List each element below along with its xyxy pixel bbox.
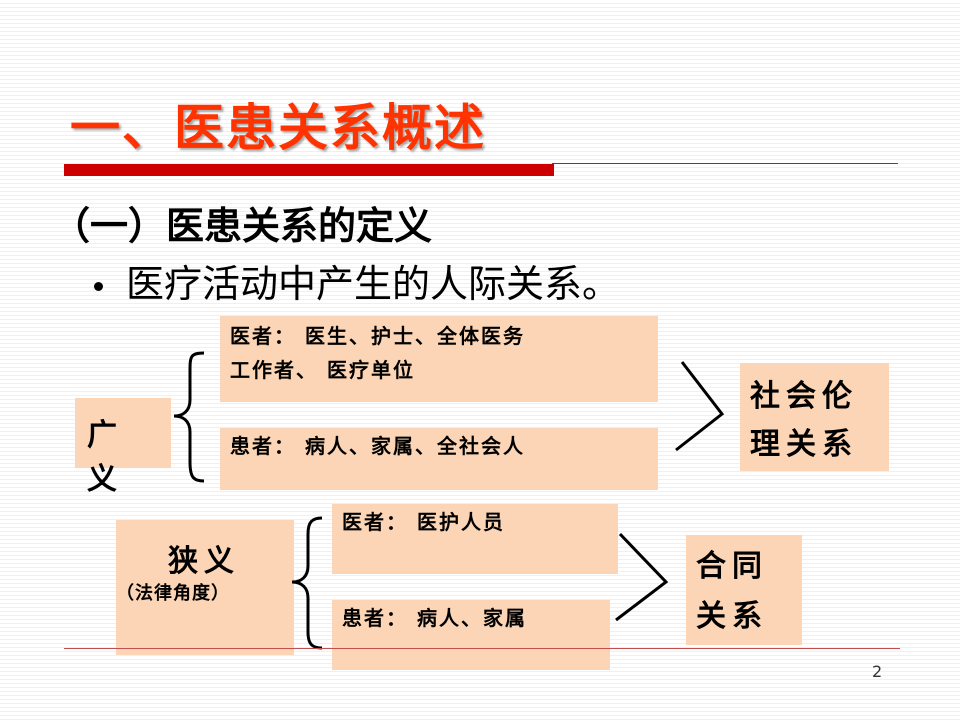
broad-result-box: 社会伦 理关系 [740,363,889,471]
narrow-patient-text: 患者： 病人、家属 [342,606,527,630]
broad-result-line1: 社会伦 [750,379,858,414]
section-heading: （一）医患关系的定义 [52,204,433,248]
narrow-result-line2: 关系 [696,599,768,634]
narrow-left-brace [291,516,323,650]
broad-right-chevron [675,361,725,452]
narrow-right-chevron [615,532,669,622]
bullet-dot [94,282,103,291]
narrow-label-box: 狭义 （法律角度） [116,520,294,655]
narrow-doctor-text: 医者： 医护人员 [342,510,505,534]
broad-left-brace [173,351,205,483]
broad-patient-box: 患者： 病人、家属、全社会人 [220,428,658,490]
narrow-doctor-box: 医者： 医护人员 [332,504,618,574]
title-accent-bar [64,164,554,176]
narrow-patient-box: 患者： 病人、家属 [332,600,610,670]
narrow-result-box: 合同 关系 [686,535,802,645]
page-number: 2 [872,662,883,681]
footer-rule [64,648,900,649]
broad-patient-text: 患者： 病人、家属、全社会人 [230,434,525,458]
broad-doctor-line1: 医者： 医生、护士、全体医务 [230,324,525,348]
broad-label: 广 义 [87,418,123,497]
narrow-sublabel: （法律角度） [116,583,230,604]
bullet-text: 医疗活动中产生的人际关系。 [126,262,621,306]
broad-label-box: 广 义 [75,398,171,497]
broad-result-line2: 理关系 [750,427,858,462]
slide-title: 一、医患关系概述 [70,99,486,157]
broad-doctor-line2: 工作者、 医疗单位 [230,358,415,382]
narrow-result-line1: 合同 [696,549,768,584]
broad-doctor-box: 医者： 医生、护士、全体医务 工作者、 医疗单位 [220,316,658,402]
title-rule [552,163,898,164]
narrow-label: 狭义 [168,544,240,579]
